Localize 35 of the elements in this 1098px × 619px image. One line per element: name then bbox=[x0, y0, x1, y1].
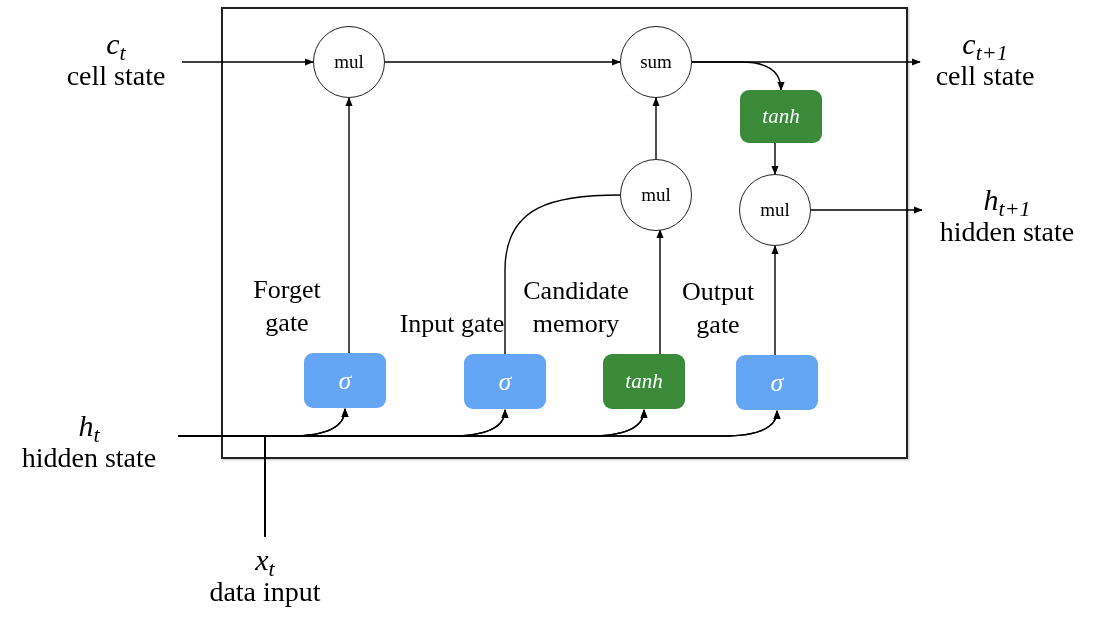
activation-label: tanh bbox=[762, 104, 800, 129]
variable-label: data input bbox=[209, 576, 321, 608]
variable-symbol: h$_{t}$ bbox=[78, 410, 100, 442]
variable-symbol: x$_{t}$ bbox=[255, 544, 275, 576]
arrow bbox=[771, 245, 779, 356]
activation-label: σ bbox=[498, 366, 512, 397]
arrow bbox=[264, 410, 780, 538]
variable-symbol: h$_{t+1}$ bbox=[983, 184, 1031, 216]
operation-label: mul bbox=[334, 51, 364, 73]
variable-label: hidden state bbox=[21, 442, 157, 474]
variable-symbol: c$_{t}$ bbox=[106, 28, 126, 60]
gate-label: Output gate bbox=[680, 276, 756, 341]
operation-label: mul bbox=[641, 184, 671, 206]
variable-label: cell state bbox=[935, 60, 1035, 92]
activation-label: tanh bbox=[625, 369, 663, 394]
arrow bbox=[810, 206, 923, 214]
gate-label: Forget gate bbox=[252, 274, 322, 339]
arrow bbox=[181, 58, 314, 66]
activation-label: σ bbox=[770, 367, 784, 398]
variable-symbol: c$_{t+1}$ bbox=[962, 28, 1008, 60]
activation-label: σ bbox=[338, 365, 352, 396]
cell-frame bbox=[221, 7, 908, 459]
variable-label: cell state bbox=[66, 60, 166, 92]
variable-label: hidden state bbox=[939, 216, 1075, 248]
arrow bbox=[384, 58, 621, 66]
gate-label: Candidate memory bbox=[522, 275, 630, 340]
operation-label: sum bbox=[640, 51, 672, 73]
operation-label: mul bbox=[760, 199, 790, 221]
arrow bbox=[345, 97, 353, 354]
arrow bbox=[652, 97, 660, 160]
tanh-block bbox=[740, 90, 822, 143]
gate-label: Input gate bbox=[398, 308, 506, 340]
arrow bbox=[691, 61, 785, 91]
arrow bbox=[656, 229, 664, 355]
arrow bbox=[771, 142, 779, 175]
